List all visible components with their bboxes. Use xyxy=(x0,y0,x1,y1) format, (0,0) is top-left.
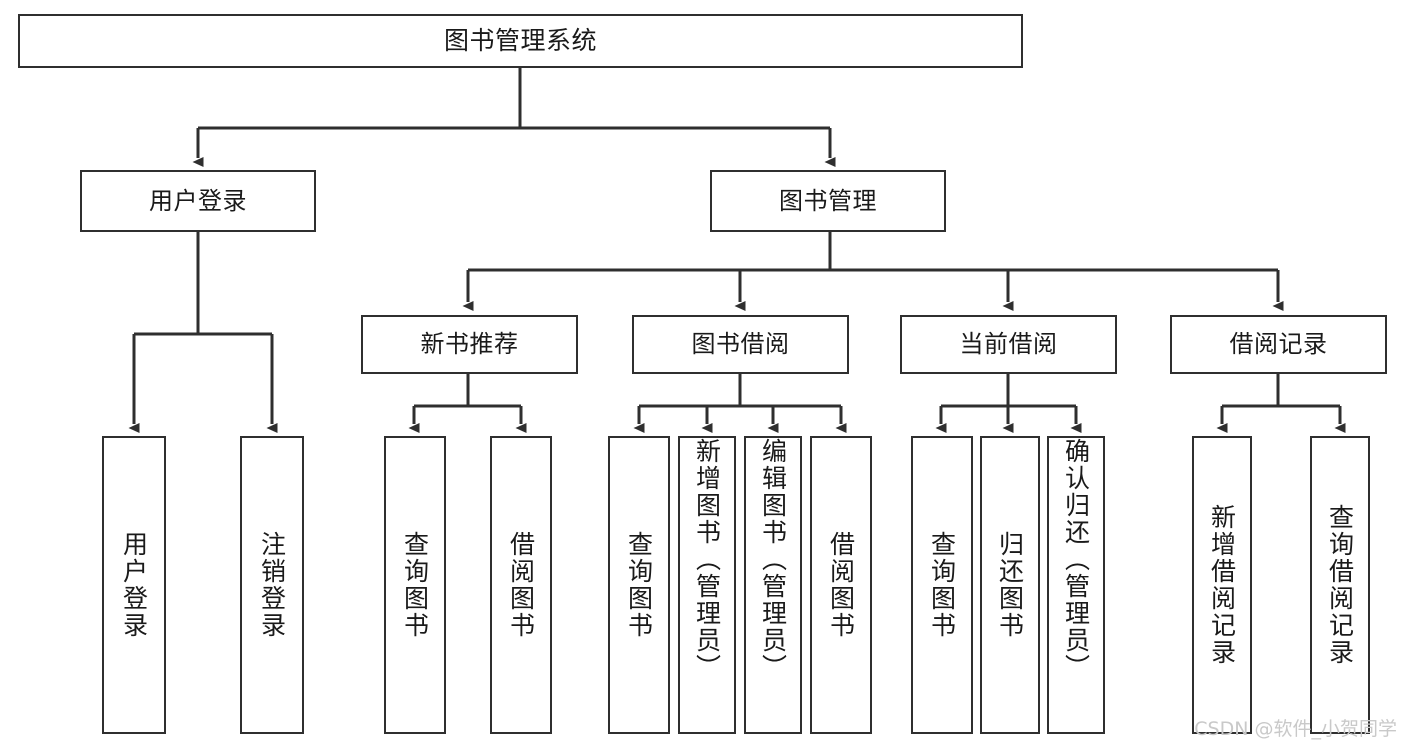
node-borrow-record[interactable]: 借阅记录 xyxy=(1170,315,1387,374)
node-label: 确认归还（管理员） xyxy=(1061,438,1091,681)
watermark: CSDN @软件_小贺同学 xyxy=(1194,718,1397,740)
node-current-borrow[interactable]: 当前借阅 xyxy=(900,315,1117,374)
leaf-logout[interactable]: 注销登录 xyxy=(240,436,304,734)
node-label: 用户登录 xyxy=(119,531,149,639)
node-label: 借阅记录 xyxy=(1229,330,1328,359)
node-book-management[interactable]: 图书管理 xyxy=(710,170,946,232)
leaf-add-borrow-record[interactable]: 新增借阅记录 xyxy=(1192,436,1252,734)
node-label: 图书借阅 xyxy=(691,330,790,359)
leaf-edit-book-admin[interactable]: 编辑图书（管理员） xyxy=(744,436,802,734)
node-label: 图书管理系统 xyxy=(443,26,597,56)
leaf-user-login[interactable]: 用户登录 xyxy=(102,436,166,734)
leaf-query-borrow-record[interactable]: 查询借阅记录 xyxy=(1310,436,1370,734)
leaf-borrow-book[interactable]: 借阅图书 xyxy=(810,436,872,734)
node-label: 新增借阅记录 xyxy=(1207,504,1237,666)
node-label: 借阅图书 xyxy=(826,531,856,639)
node-label: 查询图书 xyxy=(624,531,654,639)
node-label: 查询图书 xyxy=(400,531,430,639)
node-label: 归还图书 xyxy=(995,531,1025,639)
node-user-login[interactable]: 用户登录 xyxy=(80,170,316,232)
leaf-add-book-admin[interactable]: 新增图书（管理员） xyxy=(678,436,736,734)
node-label: 查询借阅记录 xyxy=(1325,504,1355,666)
node-label: 编辑图书（管理员） xyxy=(758,438,788,681)
node-new-book-recommend[interactable]: 新书推荐 xyxy=(361,315,578,374)
leaf-borrow-book-recommend[interactable]: 借阅图书 xyxy=(490,436,552,734)
node-label: 当前借阅 xyxy=(959,330,1058,359)
node-label: 用户登录 xyxy=(149,186,247,215)
leaf-query-book-recommend[interactable]: 查询图书 xyxy=(384,436,446,734)
node-root-system[interactable]: 图书管理系统 xyxy=(18,14,1023,68)
leaf-query-book-borrow[interactable]: 查询图书 xyxy=(608,436,670,734)
node-label: 图书管理 xyxy=(779,186,877,215)
leaf-query-book-current[interactable]: 查询图书 xyxy=(911,436,973,734)
leaf-confirm-return-admin[interactable]: 确认归还（管理员） xyxy=(1047,436,1105,734)
node-label: 注销登录 xyxy=(257,531,287,639)
node-label: 新书推荐 xyxy=(420,330,519,359)
node-label: 新增图书（管理员） xyxy=(692,438,722,681)
node-label: 查询图书 xyxy=(927,531,957,639)
leaf-return-book[interactable]: 归还图书 xyxy=(980,436,1040,734)
node-book-borrow[interactable]: 图书借阅 xyxy=(632,315,849,374)
node-label: 借阅图书 xyxy=(506,531,536,639)
